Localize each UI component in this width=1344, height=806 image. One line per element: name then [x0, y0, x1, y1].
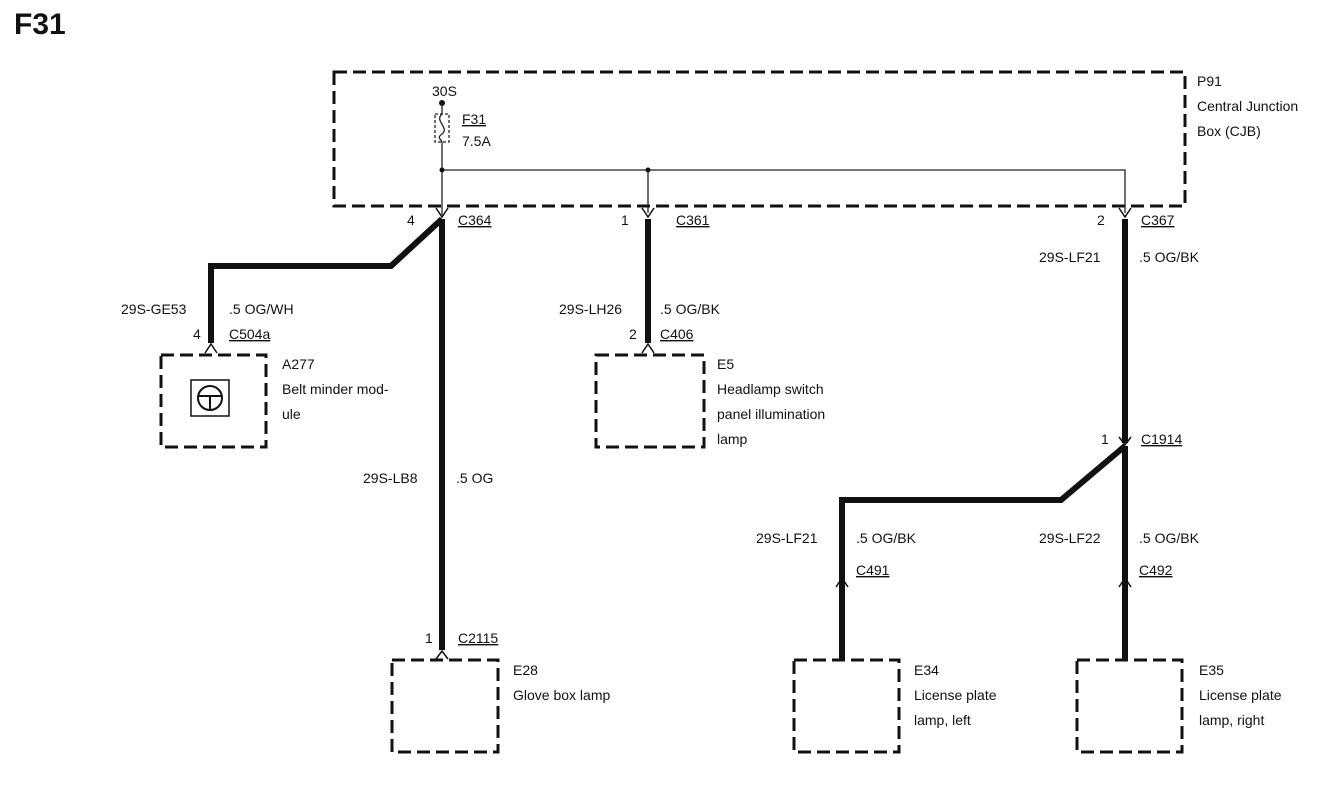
c491-pin-symbol	[835, 576, 849, 588]
e34-id: E34	[914, 662, 939, 678]
wire-lf22-circuit: 29S-LF22	[1039, 530, 1101, 546]
cjb-id: P91	[1197, 73, 1222, 89]
wire-lb8-circuit: 29S-LB8	[363, 470, 418, 486]
c2115-pin: 1	[425, 630, 433, 646]
wire-ge53-circuit: 29S-GE53	[121, 301, 187, 317]
page-title: F31	[14, 8, 66, 41]
bus-node-left	[439, 167, 445, 173]
c367-pin-symbol	[1118, 207, 1132, 219]
a277-name-line2: ule	[282, 406, 301, 422]
c406-id: C406	[660, 326, 694, 342]
c504a-pin-symbol	[204, 342, 218, 354]
c1914-pin-symbol	[1118, 436, 1132, 447]
e35-id: E35	[1199, 662, 1224, 678]
wire-ge53	[208, 216, 445, 343]
e5-box	[594, 353, 706, 449]
a277-box	[159, 353, 268, 449]
e34-name-line1: License plate	[914, 687, 997, 703]
e35-box	[1075, 658, 1184, 754]
c367-pin: 2	[1097, 212, 1105, 228]
wire-lf21-top-circuit: 29S-LF21	[1039, 249, 1101, 265]
fuse-id: F31	[462, 111, 486, 127]
fuse-rating: 7.5A	[462, 133, 491, 149]
wire-lh26-circuit: 29S-LH26	[559, 301, 622, 317]
wire-lf21-left-circuit: 29S-LF21	[756, 530, 818, 546]
c364-pin-symbol	[435, 207, 449, 219]
e5-name-line1: Headlamp switch	[717, 381, 824, 397]
cjb-internal-bus	[442, 169, 1126, 213]
c1914-id: C1914	[1141, 431, 1182, 447]
e5-name-line2: panel illumination	[717, 406, 825, 422]
c491-id: C491	[856, 562, 890, 578]
e35-name-line2: lamp, right	[1199, 712, 1264, 728]
wire-lf21-left	[839, 443, 1127, 661]
e28-name-line1: Glove box lamp	[513, 687, 610, 703]
a277-id: A277	[282, 356, 315, 372]
steering-wheel-icon	[190, 379, 230, 417]
fuse-element	[438, 113, 445, 143]
cjb-box	[332, 70, 1187, 208]
e5-name-line3: lamp	[717, 431, 748, 447]
bus-node-mid	[645, 167, 651, 173]
supply-label: 30S	[432, 83, 457, 99]
c364-pin: 4	[407, 212, 415, 228]
e34-box	[792, 658, 901, 754]
c361-pin-symbol	[641, 207, 655, 219]
e35-name-line1: License plate	[1199, 687, 1282, 703]
wire-lf22-spec: .5 OG/BK	[1139, 530, 1200, 546]
c504a-id: C504a	[229, 326, 270, 342]
cjb-name-line2: Box (CJB)	[1197, 123, 1261, 139]
c1914-pin: 1	[1101, 431, 1109, 447]
c504a-pin: 4	[193, 326, 201, 342]
c492-id: C492	[1139, 562, 1173, 578]
c492-pin-symbol	[1118, 576, 1132, 588]
wire-ge53-spec: .5 OG/WH	[229, 301, 294, 317]
c367-id: C367	[1141, 212, 1175, 228]
e34-name-line2: lamp, left	[914, 712, 971, 728]
wire-lh26-spec: .5 OG/BK	[660, 301, 721, 317]
e28-id: E28	[513, 662, 538, 678]
c2115-id: C2115	[458, 630, 498, 646]
c361-id: C361	[676, 212, 710, 228]
wire-lb8-spec: .5 OG	[456, 470, 493, 486]
a277-name-line1: Belt minder mod-	[282, 381, 389, 397]
c361-pin: 1	[621, 212, 629, 228]
wire-lf21-left-spec: .5 OG/BK	[856, 530, 917, 546]
e28-box	[390, 658, 500, 754]
c406-pin: 2	[629, 326, 637, 342]
cjb-name-line1: Central Junction	[1197, 98, 1298, 114]
c2115-pin-symbol	[435, 649, 449, 660]
c406-pin-symbol	[641, 342, 655, 354]
e5-id: E5	[717, 356, 734, 372]
c364-id: C364	[458, 212, 492, 228]
fuse-symbol	[434, 113, 450, 143]
wire-lf21-top-spec: .5 OG/BK	[1139, 249, 1200, 265]
